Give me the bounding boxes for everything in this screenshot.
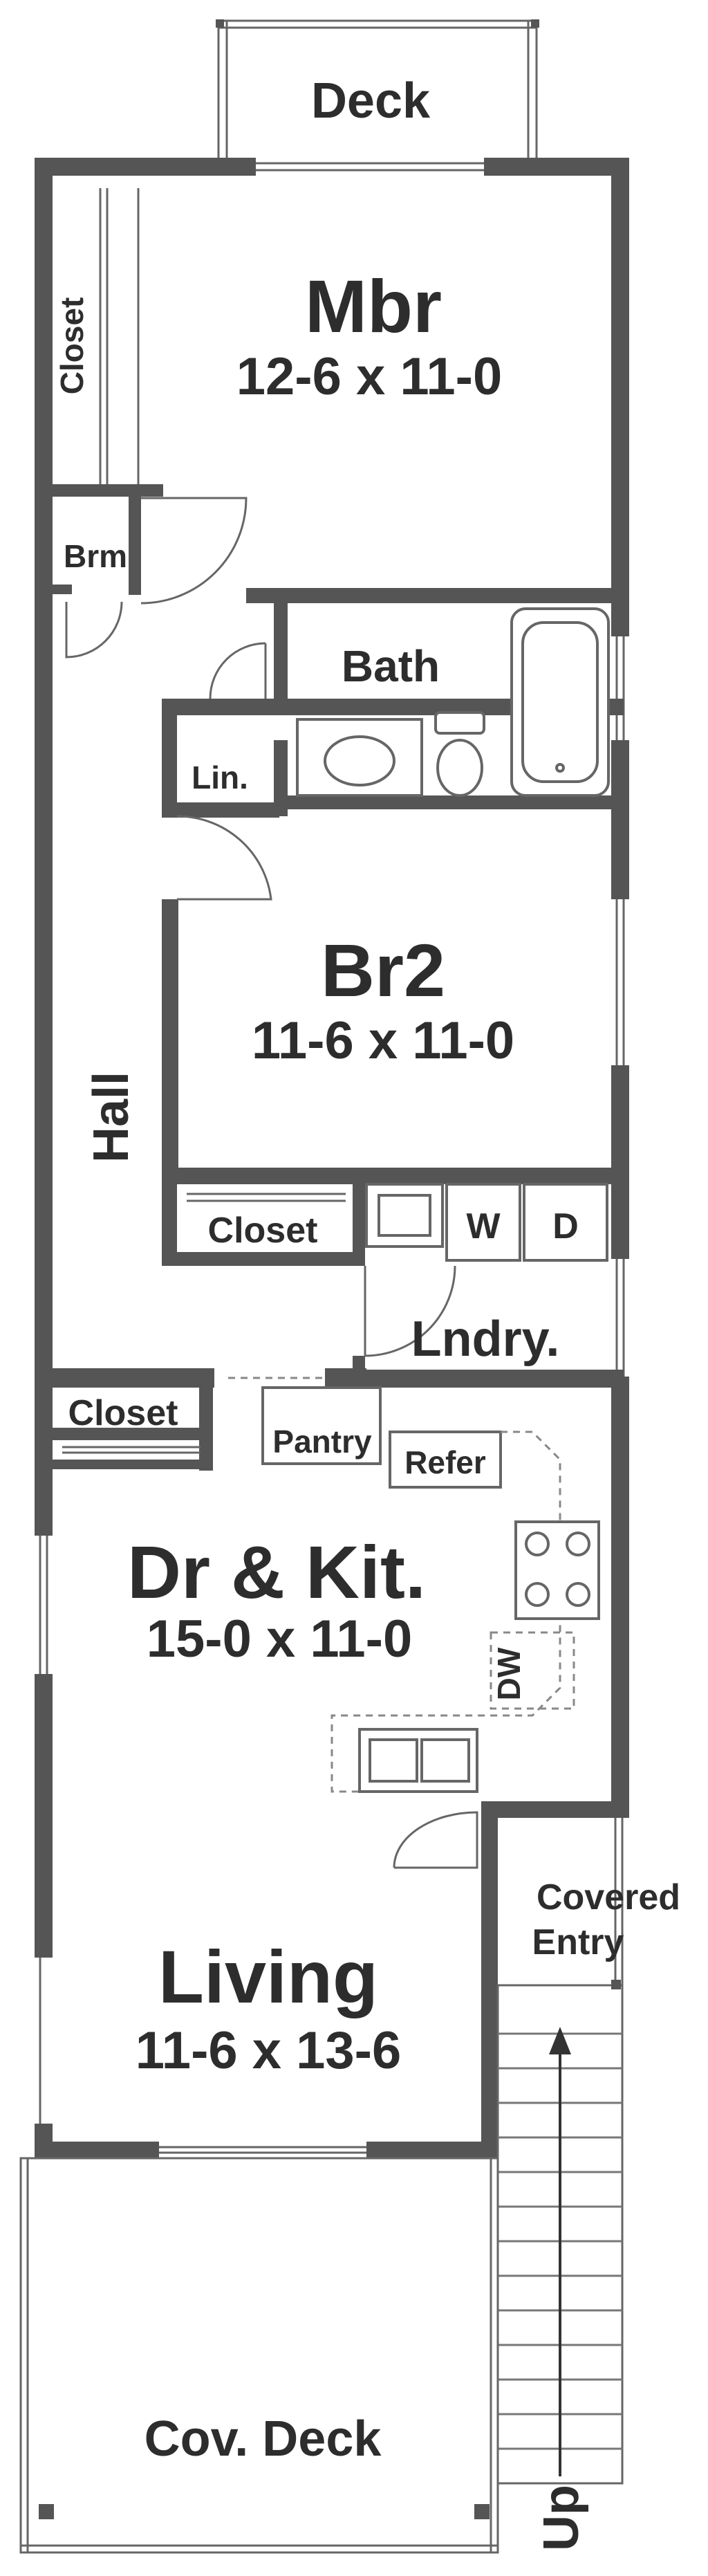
stairs — [496, 1984, 624, 2485]
hall-label: Hall — [84, 1071, 139, 1163]
linen-label: Lin. — [192, 760, 248, 795]
brm-label: Brm — [64, 538, 127, 574]
br2-closet-label: Closet — [208, 1211, 318, 1251]
washer — [445, 1183, 521, 1262]
dishwasher-box — [490, 1631, 575, 1710]
covered-entry-area — [611, 1818, 624, 1989]
master-closet-label: Closet — [54, 297, 90, 395]
windows — [35, 158, 629, 2158]
interior-walls — [35, 484, 629, 1471]
covered-deck-area — [19, 2157, 499, 2554]
fixtures — [62, 188, 610, 1793]
laundry-label: Lndry. — [411, 1312, 560, 1367]
covered-deck-label: Cov. Deck — [145, 2411, 382, 2467]
bedroom2-label: Br2 — [321, 928, 445, 1012]
washer-label: W — [466, 1206, 501, 1246]
living-label: Living — [158, 1935, 378, 2018]
dining-kitchen-size: 15-0 x 11-0 — [147, 1610, 413, 1668]
bath-label: Bath — [342, 641, 440, 691]
front-closet-label: Closet — [68, 1393, 178, 1433]
dryer-label: D — [552, 1206, 579, 1246]
living-size: 11-6 x 13-6 — [136, 2021, 402, 2080]
covered-entry-label-1: Covered — [537, 1877, 680, 1917]
refrigerator — [389, 1430, 502, 1489]
dining-kitchen-label: Dr & Kit. — [127, 1530, 426, 1614]
stair-arrow-icon — [549, 2027, 571, 2054]
master-bedroom-size: 12-6 x 11-0 — [236, 347, 503, 406]
door-swings — [65, 497, 478, 1869]
pantry-label: Pantry — [272, 1424, 372, 1460]
dishwasher-label: DW — [491, 1647, 527, 1700]
pantry-box — [261, 1386, 382, 1465]
master-bedroom-label: Mbr — [305, 264, 442, 348]
dryer — [523, 1183, 608, 1262]
covered-entry-label-2: Entry — [532, 1922, 624, 1962]
toilet — [434, 711, 485, 735]
deck-label: Deck — [311, 73, 431, 129]
bedroom2-size: 11-6 x 11-0 — [252, 1011, 514, 1070]
stairs-up-label: Up — [534, 2485, 589, 2551]
refrigerator-label: Refer — [404, 1444, 486, 1480]
room-labels: Deck Mbr 12-6 x 11-0 Closet Brm Bath Lin… — [54, 73, 680, 2551]
